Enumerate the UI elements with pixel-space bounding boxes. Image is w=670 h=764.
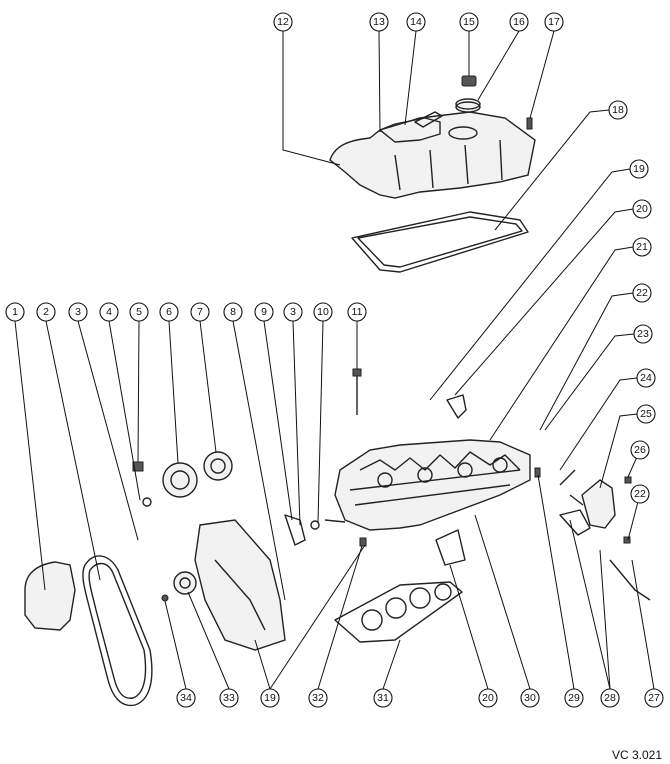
svg-text:4: 4: [106, 306, 112, 318]
svg-text:33: 33: [223, 692, 235, 704]
callout-26: 26: [630, 440, 650, 460]
svg-text:13: 13: [373, 16, 385, 28]
svg-text:19: 19: [264, 692, 276, 704]
callout-15: 15: [459, 12, 479, 32]
callout-27: 27: [644, 688, 664, 708]
svg-text:7: 7: [197, 306, 203, 318]
reference-code: VC 3.021: [611, 748, 662, 762]
svg-text:20: 20: [636, 203, 648, 215]
svg-text:25: 25: [640, 408, 652, 420]
svg-text:3: 3: [75, 306, 81, 318]
callout-22: 22: [632, 283, 652, 303]
svg-text:5: 5: [136, 306, 142, 318]
svg-text:16: 16: [513, 16, 525, 28]
callout-22b: 22: [630, 484, 650, 504]
callout-9: 9: [254, 302, 274, 322]
callout-20b: 20: [478, 688, 498, 708]
callout-34: 34: [176, 688, 196, 708]
callout-24: 24: [636, 368, 656, 388]
callout-29: 29: [564, 688, 584, 708]
callout-3b: 3: [283, 302, 303, 322]
timing-belt: [82, 555, 153, 707]
callout-6: 6: [159, 302, 179, 322]
callout-33: 33: [219, 688, 239, 708]
svg-text:29: 29: [568, 692, 580, 704]
svg-text:1: 1: [12, 306, 18, 318]
parts-illustration: [24, 75, 651, 707]
callout-8: 8: [223, 302, 243, 322]
camshaft-pulley: [162, 462, 198, 498]
svg-text:31: 31: [377, 692, 389, 704]
svg-text:19: 19: [633, 163, 645, 175]
svg-text:17: 17: [548, 16, 560, 28]
callout-30: 30: [520, 688, 540, 708]
head-gasket: [334, 581, 463, 643]
svg-text:3: 3: [290, 306, 296, 318]
svg-text:26: 26: [634, 444, 646, 456]
callout-11: 11: [347, 302, 367, 322]
svg-text:8: 8: [230, 306, 236, 318]
callout-12: 12: [273, 12, 293, 32]
callout-20: 20: [632, 199, 652, 219]
callout-7: 7: [190, 302, 210, 322]
camshaft-pulley-2: [203, 451, 233, 481]
belt-tensioner: [173, 571, 197, 595]
callout-19: 19: [629, 159, 649, 179]
timing-belt-cover: [24, 561, 76, 631]
svg-text:32: 32: [312, 692, 324, 704]
callout-18: 18: [608, 100, 628, 120]
callout-32: 32: [308, 688, 328, 708]
svg-text:27: 27: [648, 692, 660, 704]
svg-text:10: 10: [317, 306, 329, 318]
svg-text:21: 21: [636, 241, 648, 253]
thermostat-housing: [581, 479, 616, 529]
callout-13: 13: [369, 12, 389, 32]
callout-10: 10: [313, 302, 333, 322]
cylinder-head: [334, 439, 531, 531]
callout-4: 4: [99, 302, 119, 322]
callout-2: 2: [36, 302, 56, 322]
callout-labels: 1 2 3 4 5 6 7 8 9 3 10 11 12 13 14 15 16…: [5, 12, 664, 708]
backplate: [194, 519, 286, 651]
svg-text:30: 30: [524, 692, 536, 704]
svg-text:22: 22: [634, 488, 646, 500]
valve-cover-gasket: [351, 211, 529, 273]
callout-5: 5: [129, 302, 149, 322]
svg-text:6: 6: [166, 306, 172, 318]
callout-19b: 19: [260, 688, 280, 708]
callout-31: 31: [373, 688, 393, 708]
svg-text:14: 14: [410, 16, 422, 28]
callout-23: 23: [633, 324, 653, 344]
callout-16: 16: [509, 12, 529, 32]
callout-3: 3: [68, 302, 88, 322]
leader-lines: [14, 30, 655, 690]
callout-14: 14: [406, 12, 426, 32]
svg-text:9: 9: [261, 306, 267, 318]
svg-text:20: 20: [482, 692, 494, 704]
callout-25: 25: [636, 404, 656, 424]
svg-text:28: 28: [604, 692, 616, 704]
callout-17: 17: [544, 12, 564, 32]
svg-text:24: 24: [640, 372, 652, 384]
svg-text:2: 2: [43, 306, 49, 318]
callout-28: 28: [600, 688, 620, 708]
callout-1: 1: [5, 302, 25, 322]
callout-21: 21: [632, 237, 652, 257]
svg-text:15: 15: [463, 16, 475, 28]
svg-text:34: 34: [180, 692, 192, 704]
svg-text:23: 23: [637, 328, 649, 340]
svg-text:11: 11: [352, 306, 363, 318]
valve-cover: [329, 111, 536, 199]
svg-text:18: 18: [612, 104, 624, 116]
svg-text:12: 12: [277, 16, 289, 28]
svg-text:22: 22: [636, 287, 648, 299]
